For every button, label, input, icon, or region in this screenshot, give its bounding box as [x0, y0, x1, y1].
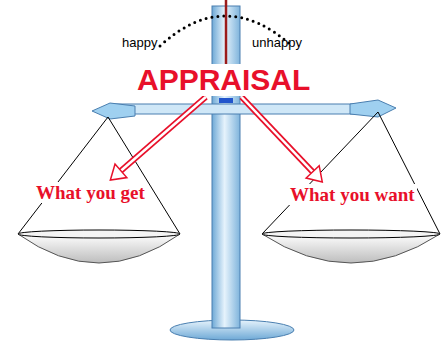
needle: [225, 0, 228, 70]
arrow-head: [110, 164, 126, 180]
node-text: What you get: [34, 182, 147, 203]
beam-tip: [350, 100, 396, 117]
pan-string: [108, 117, 180, 234]
pan-rim: [18, 230, 180, 238]
hollow-arrow: [242, 97, 323, 182]
arrow-head: [306, 166, 322, 182]
node-text: APPRAISAL: [134, 64, 313, 96]
pan-string: [262, 112, 378, 234]
pan-string: [18, 117, 108, 234]
node-text: What you want: [288, 184, 417, 205]
arrow-shaft: [121, 97, 206, 171]
pan-text: What you get: [34, 182, 147, 203]
hollow-arrow: [110, 97, 205, 180]
pan-string: [378, 112, 440, 234]
scale-beam: [110, 104, 360, 114]
pan-text: What you want: [288, 184, 417, 205]
pan-rim: [262, 230, 440, 238]
arrow-shaft: [242, 97, 313, 172]
dial-label: happy: [122, 35, 157, 50]
appraisal-title: APPRAISAL: [134, 64, 313, 96]
arrow-shaft: [121, 97, 206, 171]
beam-tip: [92, 103, 135, 119]
pivot: [219, 98, 233, 103]
arrow-shaft: [242, 97, 313, 172]
dial-label: unhappy: [252, 35, 302, 50]
